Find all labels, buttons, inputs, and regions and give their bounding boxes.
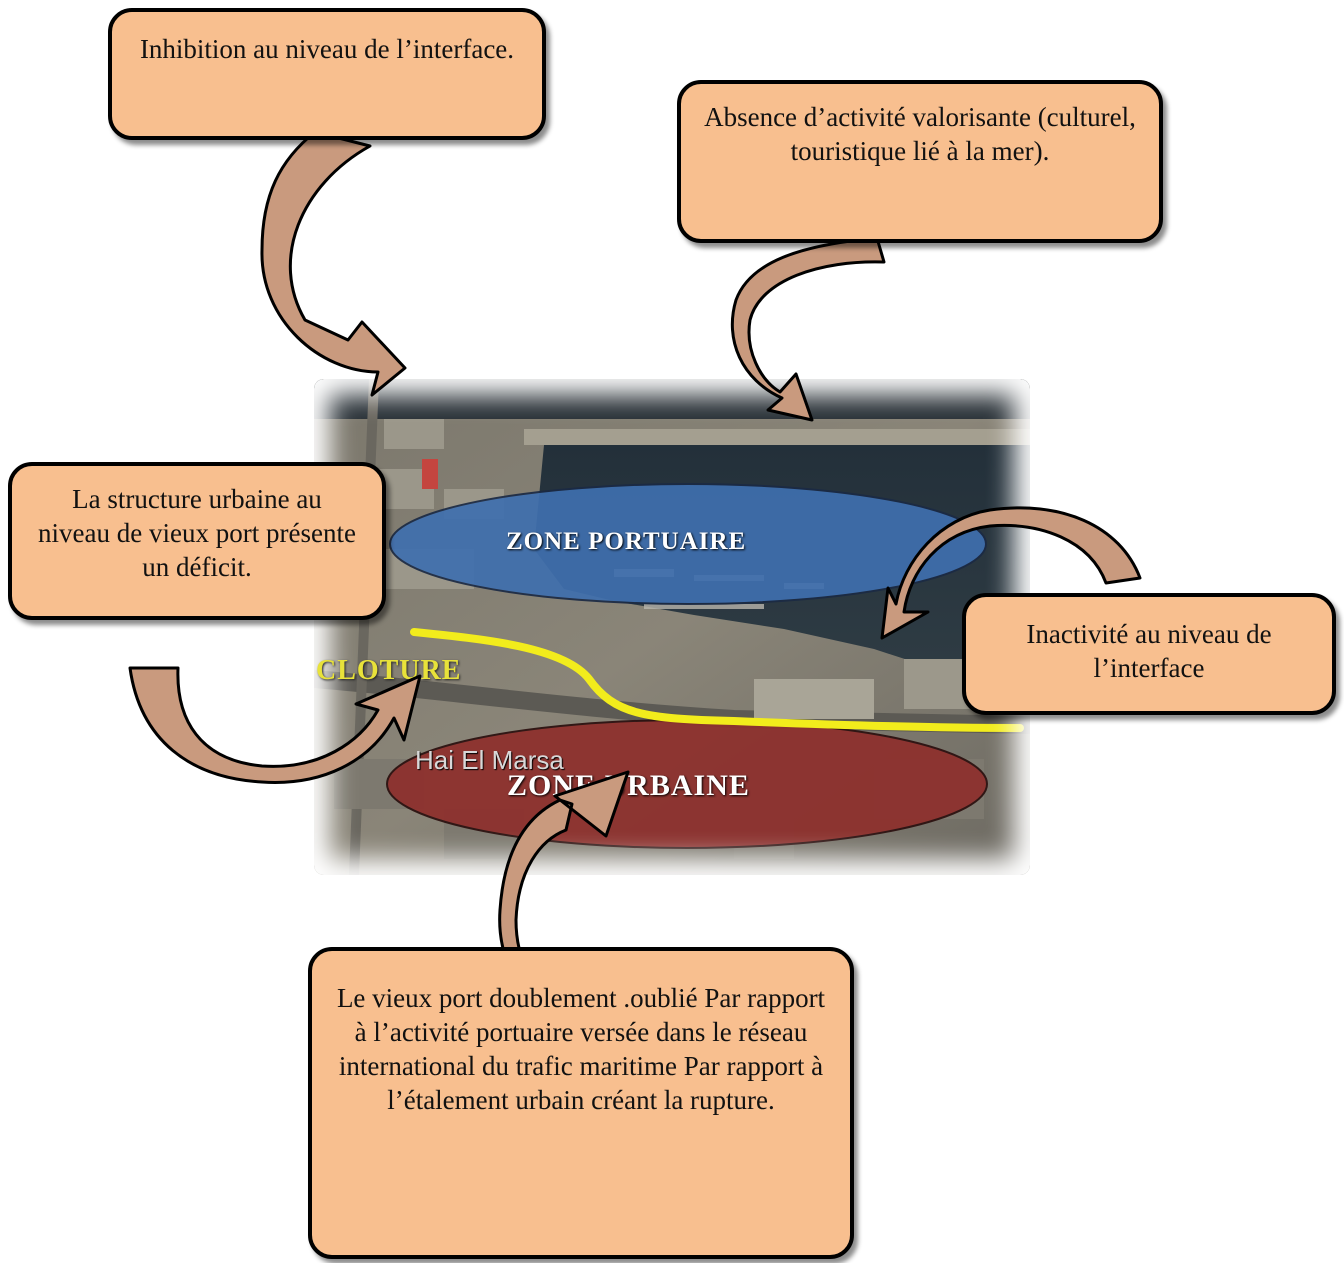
callout-inhibition: Inhibition au niveau de l’interface.	[108, 8, 546, 140]
zone-portuaire-label: ZONE PORTUAIRE	[506, 528, 747, 555]
curved-arrow-1	[260, 130, 407, 397]
cloture-line	[410, 628, 1024, 732]
callout-absence-activite-text: Absence d’activité valorisante (culturel…	[704, 102, 1136, 166]
place-name-label: Hai El Marsa	[415, 745, 564, 775]
callout-inactivite-text: Inactivité au niveau de l’interface	[1026, 619, 1272, 683]
callout-absence-activite: Absence d’activité valorisante (culturel…	[677, 80, 1163, 243]
callout-vieux-port-text: Le vieux port doublement .oublié Par rap…	[336, 983, 826, 1115]
callout-inactivite: Inactivité au niveau de l’interface	[962, 593, 1336, 715]
callout-structure-urbaine: La structure urbaine au niveau de vieux …	[8, 462, 386, 620]
callout-structure-urbaine-text: La structure urbaine au niveau de vieux …	[38, 484, 356, 582]
callout-vieux-port: Le vieux port doublement .oublié Par rap…	[308, 947, 854, 1259]
cloture-label: CLOTURE	[316, 655, 462, 686]
callout-inhibition-text: Inhibition au niveau de l’interface.	[139, 34, 515, 64]
